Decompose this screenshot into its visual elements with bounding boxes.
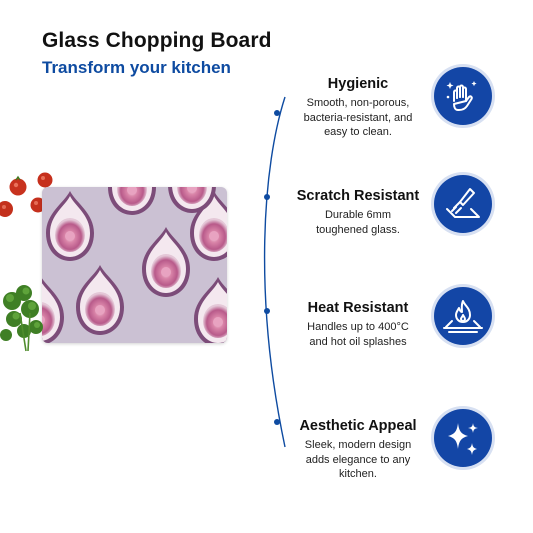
- glass-chopping-board-image: [42, 187, 227, 343]
- feature-title-heat-resistant: Heat Resistant: [307, 300, 409, 316]
- feature-title-aesthetic-appeal: Aesthetic Appeal: [299, 418, 417, 434]
- feature-description-aesthetic-appeal: Sleek, modern design adds elegance to an…: [304, 439, 412, 480]
- knife-scratch-icon: [434, 175, 492, 233]
- feature-title-hygienic: Hygienic: [327, 76, 389, 92]
- fig-pattern: [42, 187, 227, 343]
- sparkles-icon: [434, 409, 492, 467]
- feature-description-scratch-resistant: Durable 6mm toughened glass.: [316, 209, 400, 236]
- feature-description-heat-resistant: Handles up to 400°C and hot oil splashes: [307, 321, 409, 348]
- feature-description-hygienic: Smooth, non-porous, bacteria-resistant, …: [303, 97, 413, 138]
- flame-surface-icon: [434, 287, 492, 345]
- parsley-image: [0, 285, 43, 352]
- page-subtitle: Transform your kitchen: [42, 58, 231, 77]
- connector-arc: [263, 96, 286, 448]
- cherry-tomatoes-image: [0, 172, 53, 217]
- hand-wiping-icon: [434, 67, 492, 125]
- feature-title-scratch-resistant: Scratch Resistant: [296, 188, 420, 204]
- page-title: Glass Chopping Board: [42, 29, 272, 52]
